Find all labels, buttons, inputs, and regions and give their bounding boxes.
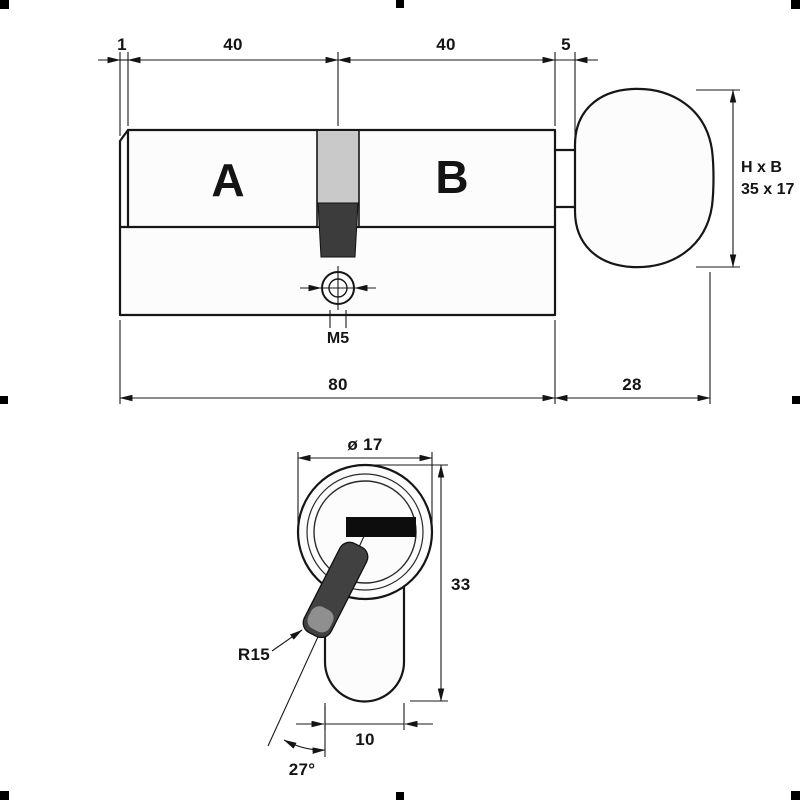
profile-foot: [323, 573, 406, 703]
front-ring-middle: [306, 473, 424, 591]
thumbturn-knob: [573, 87, 715, 269]
dim-label-neck: 5: [561, 35, 571, 54]
angle-dimension: 27°: [283, 706, 326, 779]
knob-dimension: H x B 35 x 17: [696, 89, 794, 268]
top-dimension-chain: 1 40 40 5: [98, 35, 598, 140]
dim-label-foot-width: 10: [355, 730, 375, 749]
dim-label-diameter: ø 17: [347, 435, 382, 454]
dim-label-40-left: 40: [223, 35, 243, 54]
cam-nose: [317, 202, 359, 258]
dim-label-chamfer: 1: [117, 35, 127, 54]
screw-hole: [316, 266, 360, 310]
radius-callout: R15: [238, 629, 303, 664]
half-a-label: A: [211, 154, 244, 206]
screw-dimension: M5: [300, 284, 376, 347]
keyway-slot: [346, 517, 416, 537]
dim-label-knob-length: 28: [622, 375, 642, 394]
dim-label-knob-title: H x B: [741, 159, 782, 176]
dim-label-height: 33: [451, 575, 471, 594]
side-view: A B M5 1: [98, 35, 794, 404]
dim-label-40-right: 40: [436, 35, 456, 54]
dim-label-m5: M5: [327, 330, 349, 347]
front-view: ø 17 33 R15 10 27°: [238, 435, 471, 779]
foot-width-dimension: 10: [296, 703, 433, 749]
turned-key: [302, 541, 369, 639]
dim-label-angle: 27°: [289, 760, 316, 779]
bottom-dimension-chain: 80 28: [119, 272, 711, 404]
dim-label-radius: R15: [238, 645, 270, 664]
half-b-label: B: [435, 151, 468, 203]
dim-label-knob-value: 35 x 17: [741, 181, 794, 198]
diameter-dimension: ø 17: [297, 435, 433, 526]
dim-label-body-length: 80: [328, 375, 348, 394]
height-dimension: 33: [372, 464, 471, 702]
